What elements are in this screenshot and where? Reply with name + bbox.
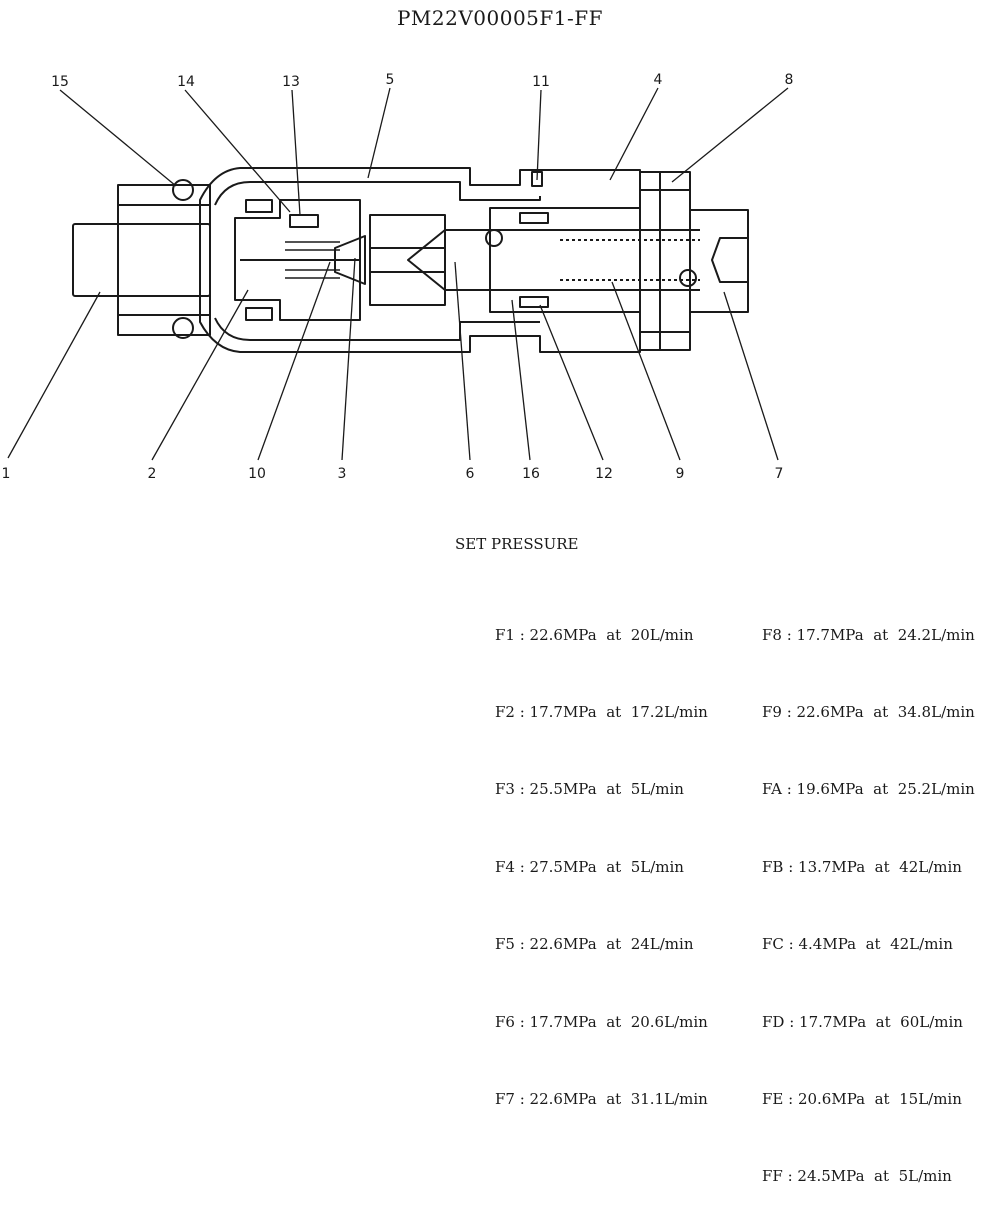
callout-12: 12 (595, 466, 613, 482)
drawing-title: PM22V00005F1-FF (396, 6, 604, 30)
callout-7: 7 (775, 466, 784, 482)
callout-10: 10 (248, 466, 266, 482)
leader-lines (7, 87, 789, 461)
callout-1: 1 (2, 466, 11, 482)
callout-11: 11 (532, 74, 550, 90)
set-pressure-row: F2 : 17.7MPa at 17.2L/min (495, 702, 708, 721)
callout-8: 8 (785, 72, 794, 88)
callout-13: 13 (282, 74, 300, 90)
callout-15: 15 (51, 74, 69, 90)
set-pressure-row: FE : 20.6MPa at 15L/min (762, 1089, 962, 1108)
callout-6: 6 (466, 466, 475, 482)
callout-14: 14 (177, 74, 195, 90)
set-pressure-row: FA : 19.6MPa at 25.2L/min (762, 780, 975, 799)
set-pressure-row: FD : 17.7MPa at 60L/min (762, 1012, 963, 1031)
set-pressure-row: F7 : 22.6MPa at 31.1L/min (495, 1089, 708, 1108)
set-pressure-list-left: F1 : 22.6MPa at 20L/min F2 : 17.7MPa at … (495, 571, 708, 1139)
set-pressure-row: F5 : 22.6MPa at 24L/min (495, 935, 694, 954)
set-pressure-list-right: F8 : 17.7MPa at 24.2L/min F9 : 22.6MPa a… (762, 571, 975, 1216)
set-pressure-heading: SET PRESSURE (455, 535, 579, 553)
valve-body-outline (72, 167, 749, 353)
callout-4: 4 (654, 72, 663, 88)
callout-16: 16 (522, 466, 540, 482)
set-pressure-row: FF : 24.5MPa at 5L/min (762, 1167, 952, 1186)
set-pressure-row: F8 : 17.7MPa at 24.2L/min (762, 625, 975, 644)
callout-numbers: 15 14 13 5 11 4 8 1 2 10 3 6 16 12 9 7 (2, 72, 794, 482)
set-pressure-row: F1 : 22.6MPa at 20L/min (495, 625, 694, 644)
set-pressure-row: FC : 4.4MPa at 42L/min (762, 935, 953, 954)
callout-5: 5 (386, 72, 395, 88)
set-pressure-row: F4 : 27.5MPa at 5L/min (495, 857, 684, 876)
callout-9: 9 (676, 466, 685, 482)
set-pressure-row: FB : 13.7MPa at 42L/min (762, 857, 962, 876)
set-pressure-row: F9 : 22.6MPa at 34.8L/min (762, 702, 975, 721)
callout-3: 3 (338, 466, 347, 482)
set-pressure-row: F6 : 17.7MPa at 20.6L/min (495, 1012, 708, 1031)
valve-cross-section-drawing: 15 14 13 5 11 4 8 1 2 10 3 6 16 12 9 7 (2, 72, 794, 482)
callout-2: 2 (148, 466, 157, 482)
set-pressure-row: F3 : 25.5MPa at 5L/min (495, 780, 684, 799)
